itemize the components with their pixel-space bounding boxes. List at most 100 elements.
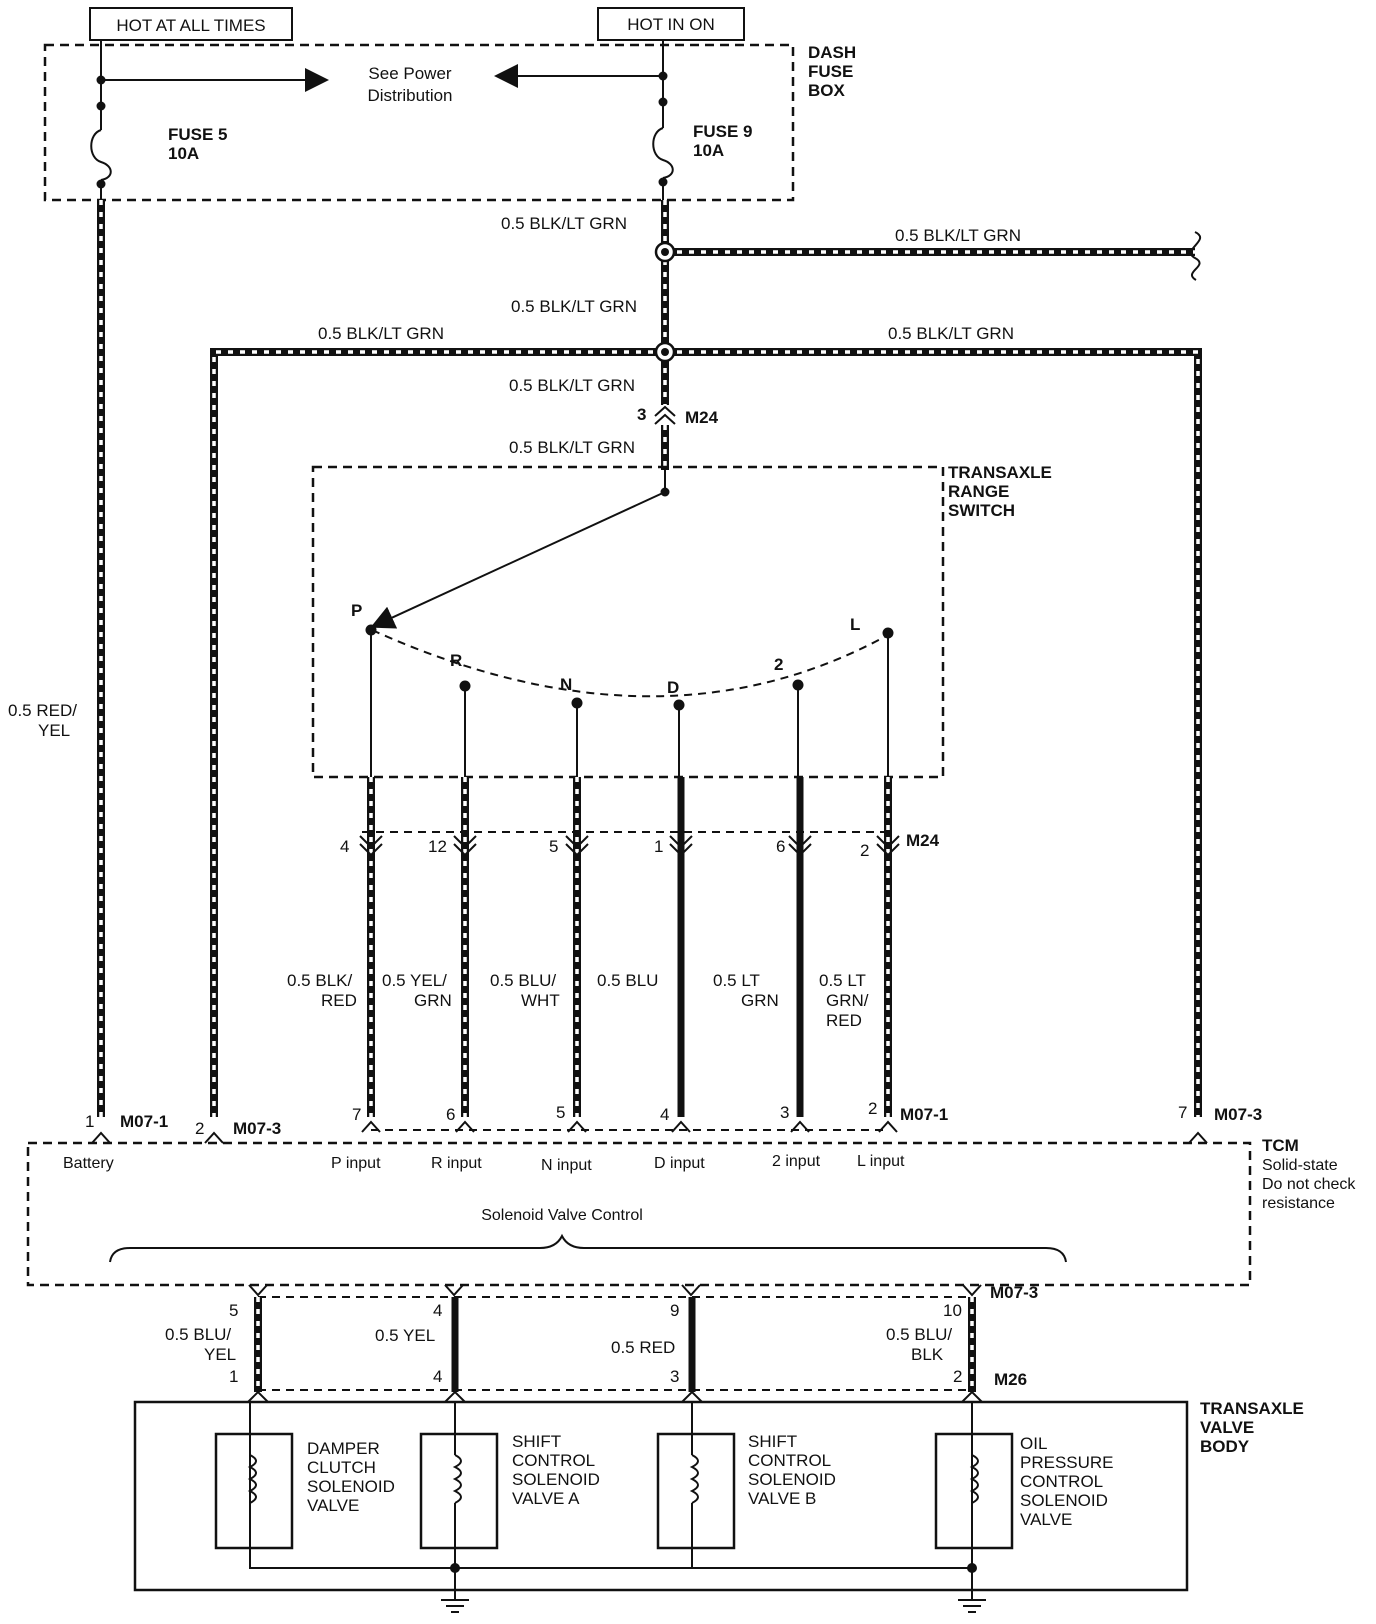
svg-text:SOLENOID: SOLENOID (1020, 1491, 1108, 1510)
wire-label-lt-grn-red: 0.5 LT (819, 971, 866, 990)
ground-symbol-left (441, 1568, 469, 1613)
svg-text:SHIFT: SHIFT (748, 1432, 797, 1451)
shift-control-solenoid-b: SHIFT CONTROL SOLENOID VALVE B (656, 1402, 836, 1568)
svg-text:M07-1: M07-1 (900, 1105, 948, 1124)
svg-text:5: 5 (556, 1103, 565, 1122)
transaxle-range-switch: TRANSAXLE RANGE SWITCH P R N D 2 L (311, 463, 1052, 779)
tcm-r-input: R input (431, 1155, 482, 1172)
svg-text:TRANSAXLE: TRANSAXLE (948, 463, 1052, 482)
svg-text:CONTROL: CONTROL (1020, 1472, 1103, 1491)
svg-text:R: R (450, 651, 462, 670)
wire-label-blu-blk: 0.5 BLU/ (886, 1325, 952, 1344)
svg-text:FUSE: FUSE (808, 62, 853, 81)
wire-label-blk-lt-grn-right: 0.5 BLK/LT GRN (888, 324, 1014, 343)
wire-label-blu-wht-2: WHT (521, 991, 560, 1010)
solenoid-control-brace (109, 1233, 1067, 1263)
svg-text:M24: M24 (685, 408, 719, 427)
wire-label-blk-red: 0.5 BLK/ (287, 971, 352, 990)
wire-label-blu-yel: 0.5 BLU/ (165, 1325, 231, 1344)
wire-label-blu: 0.5 BLU (597, 971, 658, 990)
svg-text:PRESSURE: PRESSURE (1020, 1453, 1114, 1472)
svg-text:FUSE 9: FUSE 9 (693, 122, 753, 141)
wire-label-blu-wht: 0.5 BLU/ (490, 971, 556, 990)
svg-text:7: 7 (352, 1105, 361, 1124)
wire-label-lt-grn-2: GRN (741, 991, 779, 1010)
svg-text:VALVE: VALVE (1020, 1510, 1072, 1529)
wire-label-blu-yel-2: YEL (204, 1345, 236, 1364)
svg-text:RANGE: RANGE (948, 482, 1009, 501)
svg-text:10: 10 (943, 1301, 962, 1320)
wire-label-blk-lt-grn-3: 0.5 BLK/LT GRN (509, 376, 635, 395)
svg-text:HOT AT ALL TIMES: HOT AT ALL TIMES (116, 16, 265, 35)
svg-text:VALVE B: VALVE B (748, 1489, 816, 1508)
svg-text:HOT IN ON: HOT IN ON (627, 15, 715, 34)
fuse-9: FUSE 9 10A (652, 71, 753, 200)
svg-text:1: 1 (85, 1112, 94, 1131)
svg-text:3: 3 (780, 1103, 789, 1122)
svg-text:SHIFT: SHIFT (512, 1432, 561, 1451)
ground-symbol-right (958, 1568, 986, 1613)
svg-text:resistance: resistance (1262, 1195, 1335, 1212)
svg-text:M07-3: M07-3 (990, 1283, 1038, 1302)
wire-label-yel-grn-2: GRN (414, 991, 452, 1010)
svg-text:CONTROL: CONTROL (512, 1451, 595, 1470)
svg-text:VALVE: VALVE (1200, 1418, 1254, 1437)
svg-text:M26: M26 (994, 1370, 1027, 1389)
svg-text:CLUTCH: CLUTCH (307, 1458, 376, 1477)
svg-text:M07-3: M07-3 (1214, 1105, 1262, 1124)
svg-text:1: 1 (654, 837, 663, 856)
wire-blk-lt-grn-right-loop (665, 348, 1202, 1117)
transaxle-valve-body: TRANSAXLE VALVE BODY DAMPER CLUTCH SOLEN… (133, 1399, 1304, 1592)
connector-m26: 1 4 3 2 M26 (229, 1367, 1027, 1403)
svg-text:M07-1: M07-1 (120, 1112, 168, 1131)
hot-at-all-times-label: HOT AT ALL TIMES (89, 7, 293, 41)
wire-label-blk-lt-grn-2: 0.5 BLK/LT GRN (511, 297, 637, 316)
svg-text:VALVE A: VALVE A (512, 1489, 580, 1508)
tcm-d-input: D input (654, 1155, 705, 1172)
svg-text:4: 4 (660, 1105, 669, 1124)
wire-label-blk-lt-grn-1: 0.5 BLK/LT GRN (501, 214, 627, 233)
wire-label-lt-grn-red-2: GRN/ (826, 991, 869, 1010)
svg-text:SOLENOID: SOLENOID (307, 1477, 395, 1496)
svg-text:4: 4 (340, 837, 349, 856)
svg-text:9: 9 (670, 1301, 679, 1320)
fuse-5: FUSE 5 10A (90, 75, 228, 200)
oil-pressure-control-solenoid: OIL PRESSURE CONTROL SOLENOID VALVE (934, 1402, 1114, 1568)
wire-label-yel-grn: 0.5 YEL/ (382, 971, 447, 990)
svg-text:3: 3 (637, 405, 646, 424)
damper-clutch-solenoid: DAMPER CLUTCH SOLENOID VALVE (214, 1402, 395, 1568)
tcm-module: TCM Solid-state Do not check resistance … (26, 1099, 1356, 1320)
svg-text:6: 6 (776, 837, 785, 856)
wire-blk-lt-grn-branch (665, 231, 1202, 281)
see-power-distribution-line2: Distribution (367, 86, 452, 105)
tcm-l-input: L input (857, 1153, 905, 1170)
wire-label-blk-lt-grn-4: 0.5 BLK/LT GRN (509, 438, 635, 457)
svg-text:SWITCH: SWITCH (948, 501, 1015, 520)
svg-text:7: 7 (1178, 1103, 1187, 1122)
svg-text:SOLENOID: SOLENOID (512, 1470, 600, 1489)
wire-label-blk-lt-grn-left: 0.5 BLK/LT GRN (318, 324, 444, 343)
wire-label-red: 0.5 RED (611, 1338, 675, 1357)
splice-lower (654, 341, 676, 363)
svg-text:5: 5 (229, 1301, 238, 1320)
svg-text:OIL: OIL (1020, 1434, 1047, 1453)
wire-label-lt-grn: 0.5 LT (713, 971, 760, 990)
wire-label-red-yel-2: YEL (38, 721, 70, 740)
svg-text:Solid-state: Solid-state (1262, 1157, 1338, 1174)
svg-text:BODY: BODY (1200, 1437, 1250, 1456)
svg-text:2: 2 (860, 841, 869, 860)
tcm-p-input: P input (331, 1155, 381, 1172)
svg-text:2: 2 (774, 655, 783, 674)
connector-m24-bottom: 4 12 5 1 6 2 M24 (340, 831, 940, 860)
svg-text:D: D (667, 678, 679, 697)
svg-text:VALVE: VALVE (307, 1496, 359, 1515)
svg-text:1: 1 (229, 1367, 238, 1386)
svg-text:L: L (850, 615, 860, 634)
tcm-2-input: 2 input (772, 1153, 821, 1170)
svg-text:4: 4 (433, 1301, 442, 1320)
svg-text:N: N (560, 675, 572, 694)
svg-text:2: 2 (953, 1367, 962, 1386)
svg-text:Do not check: Do not check (1262, 1176, 1356, 1193)
solenoid-valve-control-label: Solenoid Valve Control (481, 1207, 643, 1224)
